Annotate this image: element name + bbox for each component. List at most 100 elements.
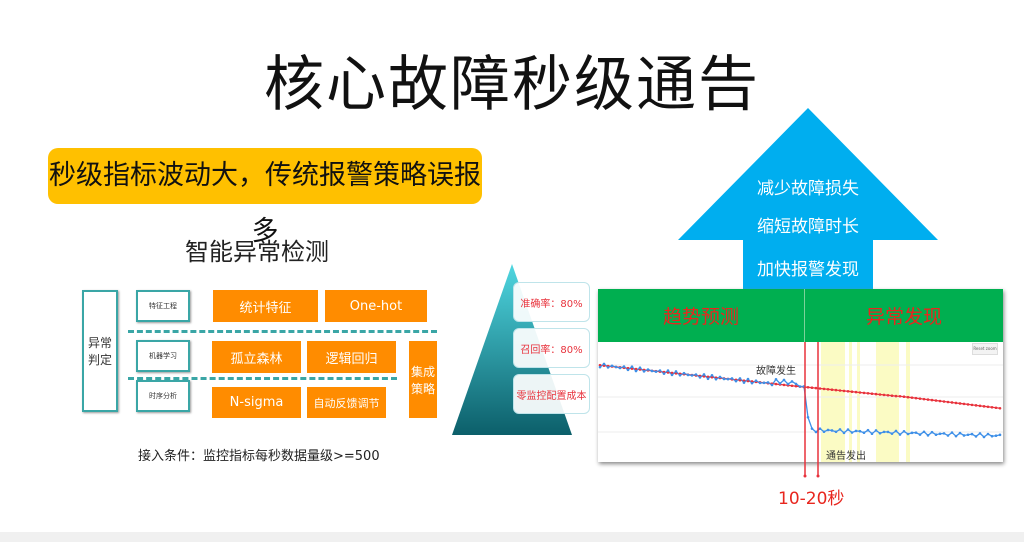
predicted-point (910, 396, 914, 399)
metric-recall: 召回率：80% (513, 328, 590, 368)
actual-point (710, 373, 714, 377)
actual-point (678, 373, 682, 377)
predicted-point (890, 394, 894, 397)
actual-point (902, 429, 906, 433)
actual-point (646, 368, 650, 371)
metric-zero-config: 零监控配置成本 (513, 374, 590, 414)
actual-point (722, 377, 726, 381)
actual-point (726, 377, 730, 381)
actual-point (886, 430, 890, 434)
actual-point (874, 429, 878, 432)
predicted-point (966, 403, 970, 406)
predicted-point (838, 389, 842, 392)
footer-strip (0, 532, 1024, 542)
actual-point (922, 430, 926, 434)
actual-point (714, 377, 718, 381)
predicted-point (782, 383, 786, 387)
highlight-band (906, 342, 910, 462)
predicted-point (738, 378, 742, 382)
predicted-point (774, 382, 778, 386)
predicted-point (830, 388, 834, 391)
actual-point (850, 431, 854, 434)
fault-label: 故障发生 (756, 366, 796, 377)
actual-point (978, 432, 982, 435)
actual-point (830, 429, 834, 432)
predicted-point (858, 391, 862, 394)
actual-point (814, 430, 818, 434)
actual-point (606, 366, 610, 369)
actual-point (670, 373, 674, 377)
row-label-ml: 机器学习 (136, 340, 190, 372)
predicted-point (954, 401, 958, 405)
predicted-point (882, 393, 886, 397)
section-subtitle: 智能异常检测 (185, 238, 329, 266)
actual-point (694, 373, 698, 376)
row-label-timeseries: 时序分析 (136, 380, 190, 412)
predicted-point (902, 395, 906, 399)
actual-point (954, 434, 958, 438)
actual-point (790, 380, 794, 383)
actual-point (818, 427, 822, 430)
slide-title: 核心故障秒级通告 (264, 50, 760, 120)
predicted-point (670, 371, 674, 375)
predicted-point (810, 386, 814, 389)
actual-point (890, 432, 894, 435)
actual-point (866, 428, 870, 432)
actual-point (974, 435, 978, 438)
actual-point (998, 433, 1002, 437)
predicted-point (962, 402, 966, 406)
actual-point (918, 433, 922, 436)
actual-point (738, 377, 742, 380)
actual-point (950, 431, 954, 434)
predicted-point (950, 401, 954, 404)
actual-point (870, 432, 874, 435)
predicted-point (922, 397, 926, 401)
delay-label: 10-20秒 (778, 489, 845, 509)
actual-point (642, 370, 646, 373)
up-arrow-icon (678, 108, 938, 292)
notify-label: 通告发出 (826, 451, 866, 462)
actual-point (898, 433, 902, 436)
actual-point (750, 381, 754, 385)
method-nsigma: N-sigma (212, 387, 301, 418)
actual-point (834, 430, 838, 434)
actual-point (914, 431, 918, 434)
actual-point (982, 435, 986, 439)
condition-text: 接入条件：监控指标每秒数据量级>=500 (138, 449, 380, 464)
predicted-point (870, 392, 874, 395)
predicted-point (790, 384, 794, 388)
method-ensemble: 集成策略 (409, 341, 437, 418)
row-label-feature: 特征工程 (136, 290, 190, 322)
actual-point (734, 379, 738, 383)
predicted-point (598, 363, 602, 367)
predicted-point (674, 372, 678, 375)
predicted-point (914, 396, 918, 400)
predicted-point (638, 368, 642, 371)
actual-point (654, 370, 658, 373)
predicted-point (886, 394, 890, 397)
actual-point (906, 432, 910, 436)
actual-point (618, 366, 622, 370)
header-anomaly: 异常发现 (865, 306, 942, 328)
line-chart (598, 342, 1003, 462)
actual-point (638, 366, 642, 369)
predicted-point (710, 375, 714, 379)
actual-point (962, 434, 966, 437)
method-stat: 统计特征 (213, 290, 318, 322)
predicted-point (918, 397, 922, 400)
actual-point (966, 433, 970, 437)
reset-zoom-button[interactable]: Reset zoom (972, 343, 998, 355)
predicted-point (846, 390, 850, 393)
judge-box: 异常判定 (82, 290, 118, 412)
actual-point (990, 434, 994, 438)
actual-point (778, 382, 782, 385)
actual-point (746, 377, 750, 381)
predicted-point (630, 367, 634, 370)
actual-point (690, 374, 694, 377)
actual-point (730, 377, 734, 380)
predicted-point (998, 406, 1002, 410)
actual-point (610, 364, 614, 368)
predicted-point (818, 387, 822, 390)
predicted-point (826, 388, 830, 391)
predicted-point (926, 398, 930, 401)
